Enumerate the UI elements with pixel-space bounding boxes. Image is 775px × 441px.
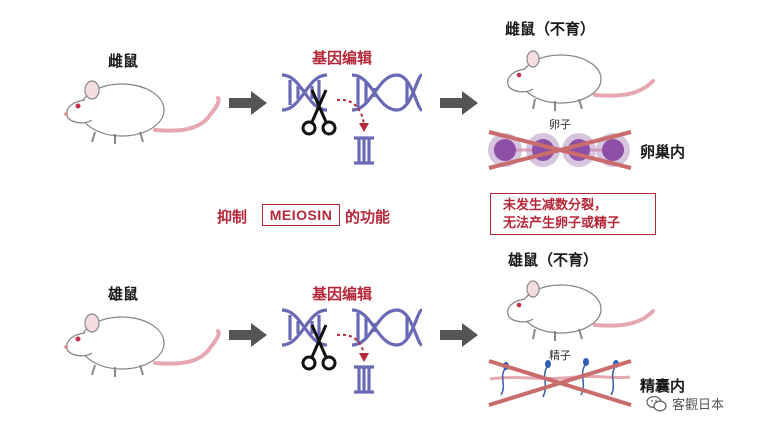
top-mouse-label: 雌鼠 — [108, 52, 139, 70]
watermark: 客觀日本 — [646, 394, 724, 413]
bottom-result-label: 雄鼠（不育） — [508, 251, 599, 269]
dna-scissors-icon — [281, 73, 424, 165]
arrow-icon — [440, 323, 478, 347]
dna-scissors-icon — [281, 308, 424, 394]
bottom-edit-label: 基因编辑 — [312, 285, 373, 303]
arrow-icon — [440, 91, 478, 115]
top-location-label: 卵巢内 — [640, 143, 686, 161]
suppress-suffix: 的功能 — [345, 208, 391, 226]
arrow-icon — [229, 323, 267, 347]
wechat-icon — [646, 395, 667, 411]
result-note-line2: 无法产生卵子或精子 — [503, 216, 621, 231]
top-edit-label: 基因编辑 — [312, 49, 373, 67]
top-result-label: 雌鼠（不育） — [505, 20, 596, 38]
sterile-female-mouse-illustration — [507, 50, 655, 111]
result-note: 未发生减数分裂， 无法产生卵子或精子 — [490, 193, 656, 235]
bottom-mouse-label: 雄鼠 — [108, 285, 139, 303]
male-mouse-illustration — [64, 313, 221, 377]
gene-name-box: MEIOSIN — [262, 204, 340, 226]
result-note-line1: 未发生减数分裂， — [503, 198, 608, 213]
top-cell-label: 卵子 — [549, 118, 571, 131]
bottom-location-label: 精囊内 — [640, 377, 686, 395]
sterile-male-mouse-illustration — [507, 280, 655, 341]
bottom-cell-label: 精子 — [549, 349, 571, 362]
arrow-icon — [229, 91, 267, 115]
watermark-text: 客觀日本 — [672, 398, 725, 413]
eggs-crossed-icon — [488, 130, 632, 170]
suppress-prefix: 抑制 — [217, 208, 248, 226]
female-mouse-illustration — [64, 80, 221, 144]
sperm-crossed-icon — [488, 358, 632, 407]
